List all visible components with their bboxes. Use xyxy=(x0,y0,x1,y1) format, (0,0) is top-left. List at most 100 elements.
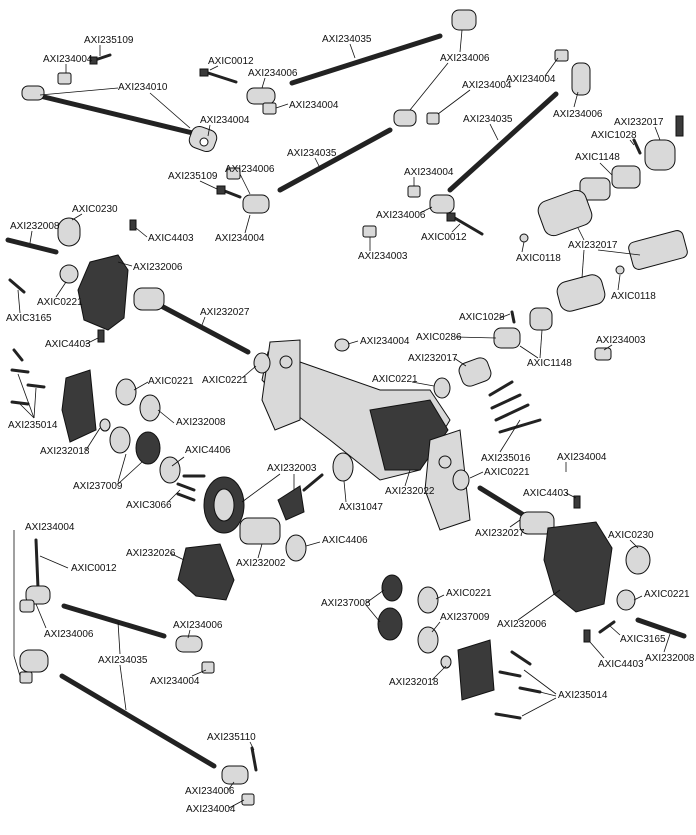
label-axi234004-b: AXI234004 xyxy=(200,115,250,126)
nut-top-left xyxy=(57,72,72,85)
differential-locker xyxy=(239,517,307,562)
nut-right-mid xyxy=(362,225,377,238)
label-axic0221-l2: AXIC0221 xyxy=(202,375,248,386)
label-axi234004-c: AXI234004 xyxy=(215,233,265,244)
right-link-rod xyxy=(407,49,591,214)
axle-housing xyxy=(261,339,471,531)
left-knuckle xyxy=(5,217,137,343)
label-axi232027-left: AXI232027 xyxy=(200,307,250,318)
label-axic4403-tl: AXIC4403 xyxy=(148,233,194,244)
label-axi234006-f: AXI234006 xyxy=(44,629,94,640)
label-axi237009-right: AXI237009 xyxy=(440,612,490,623)
diff-cover xyxy=(177,543,235,601)
screw-right-mid xyxy=(446,212,484,236)
label-axi234006-b: AXI234006 xyxy=(248,68,298,79)
label-axic4406-b: AXIC4406 xyxy=(322,535,368,546)
label-axi232006-left: AXI232006 xyxy=(133,262,183,273)
label-axic0221-r1: AXIC0221 xyxy=(446,588,492,599)
right-axle-shaft-spline xyxy=(519,230,688,312)
left-bearing xyxy=(253,338,350,374)
center-bearings xyxy=(332,377,470,491)
label-axi232026: AXI232026 xyxy=(126,548,176,559)
label-axi234004-l: AXI234004 xyxy=(186,804,236,815)
label-axi234004-e: AXI234004 xyxy=(462,80,512,91)
left-axle-shaft xyxy=(133,287,251,355)
pinion-gear xyxy=(277,473,324,521)
label-axi234035-low: AXI234035 xyxy=(98,655,148,666)
label-axi235014-right: AXI235014 xyxy=(558,690,608,701)
screw-mid-left xyxy=(216,185,242,199)
label-axi232003: AXI232003 xyxy=(267,463,317,474)
label-axi232002: AXI232002 xyxy=(236,558,286,569)
label-axic0221-l1: AXIC0221 xyxy=(37,297,83,308)
label-axi232008-left: AXI232008 xyxy=(10,221,60,232)
label-axic4403-br: AXIC4403 xyxy=(598,659,644,670)
label-axi232027-right: AXI232027 xyxy=(475,528,525,539)
label-axic0012-top: AXIC0012 xyxy=(208,56,254,67)
label-axi234010: AXI234010 xyxy=(118,82,168,93)
label-axi234004-f: AXI234004 xyxy=(506,74,556,85)
label-axi234006-e: AXI234006 xyxy=(376,210,426,221)
label-axic0230-left: AXIC0230 xyxy=(72,204,118,215)
mid-link-rod xyxy=(242,109,440,214)
right-knuckle xyxy=(543,495,687,643)
callout-labels: AXI235109 AXI234004 AXI234010 AXI234004 … xyxy=(6,29,695,815)
screws-3066 xyxy=(176,474,206,502)
upper-left-link-rod xyxy=(21,85,218,153)
label-axi232018-left: AXI232018 xyxy=(40,446,90,457)
lower-left-links xyxy=(19,538,258,806)
label-axi232017-c: AXI232017 xyxy=(408,353,458,364)
nut-top-center xyxy=(262,102,277,115)
label-axi235110: AXI235110 xyxy=(207,732,256,743)
label-axi232022: AXI232022 xyxy=(385,486,435,497)
label-axi234004-tl: AXI234004 xyxy=(43,54,93,65)
label-axi234006-d: AXI234006 xyxy=(553,109,603,120)
label-axic0221-r2: AXIC0221 xyxy=(644,589,690,600)
pins-235016 xyxy=(488,380,542,434)
ring-gear xyxy=(203,476,245,534)
label-axi234035-top: AXI234035 xyxy=(322,34,372,45)
label-axi234006-g: AXI234006 xyxy=(173,620,223,631)
label-axi234004-h: AXI234004 xyxy=(360,336,410,347)
label-axi234003-top: AXI234003 xyxy=(358,251,408,262)
label-axi234004-d: AXI234004 xyxy=(289,100,339,111)
label-axi234004-g: AXI234004 xyxy=(404,167,454,178)
label-axic0012-mid: AXIC0012 xyxy=(421,232,467,243)
label-axi232018-right: AXI232018 xyxy=(389,677,439,688)
label-axic4403-l2: AXIC4403 xyxy=(45,339,91,350)
label-axic1028-tr: AXIC1028 xyxy=(591,130,637,141)
label-axi234004-i: AXI234004 xyxy=(557,452,607,463)
label-axic4406-a: AXIC4406 xyxy=(185,445,231,456)
label-axic4403-r: AXIC4403 xyxy=(523,488,569,499)
label-axi31047: AXI31047 xyxy=(339,502,383,513)
label-axi234035-right: AXI234035 xyxy=(463,114,513,125)
label-axic0221-c: AXIC0221 xyxy=(372,374,418,385)
right-universal-joint xyxy=(537,115,684,237)
label-axic0118-a: AXIC0118 xyxy=(516,253,561,264)
label-axi234035-mid: AXI234035 xyxy=(287,148,337,159)
label-axi237009-left: AXI237009 xyxy=(73,481,123,492)
label-axic3165-right: AXIC3165 xyxy=(620,634,666,645)
label-axic0230-right: AXIC0230 xyxy=(608,530,654,541)
label-axi237008: AXI237008 xyxy=(321,598,371,609)
label-axi234006-a: AXI234006 xyxy=(225,164,275,175)
right-screws-235014 xyxy=(494,650,542,720)
label-axic0118-b: AXIC0118 xyxy=(611,291,656,302)
label-axic3066: AXIC3066 xyxy=(126,500,172,511)
upper-center-link-rod xyxy=(246,9,477,105)
label-axic0221-gear: AXIC0221 xyxy=(148,376,194,387)
label-axic3165-left: AXIC3165 xyxy=(6,313,52,324)
screw-top-left xyxy=(89,53,112,65)
label-axi232008-mid: AXI232008 xyxy=(176,417,226,428)
label-axic0221-d: AXIC0221 xyxy=(484,467,530,478)
label-axi235016: AXI235016 xyxy=(481,453,531,464)
label-axi235109-mid: AXI235109 xyxy=(168,171,218,182)
label-axi234004-j: AXI234004 xyxy=(25,522,75,533)
label-axi232006-right: AXI232006 xyxy=(497,619,547,630)
right-gear-cover xyxy=(377,574,495,701)
label-axi234006-h: AXI234006 xyxy=(185,786,235,797)
label-axic1028-mid: AXIC1028 xyxy=(459,312,505,323)
label-axi232008-right: AXI232008 xyxy=(645,653,695,664)
left-screws-235014 xyxy=(10,348,46,406)
